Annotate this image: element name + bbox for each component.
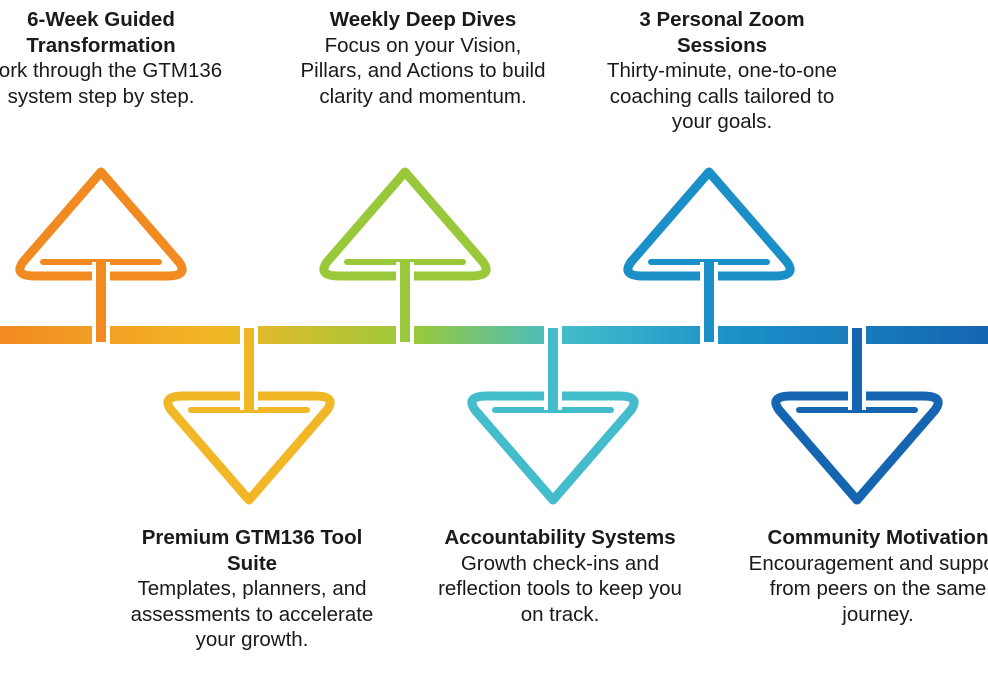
marker-stem [400,262,410,342]
step-title: Community Motivation [767,526,988,549]
marker-stem [244,328,254,410]
step-title: Accountability Systems [444,526,676,549]
step-description: Growth check-ins and reflection tools to… [438,551,682,626]
timeline-marker-1 [15,167,187,344]
marker-stem [852,328,862,410]
step-description: Templates, planners, and assessments to … [130,577,374,651]
marker-stem [548,328,558,410]
step-title: 6-Week Guided Transformation [26,8,176,57]
timeline-marker-4 [467,326,639,505]
timeline-bar [0,326,988,344]
step-title: Weekly Deep Dives [329,8,517,31]
timeline-marker-6 [771,326,943,505]
marker-stem [96,262,106,342]
marker-stem [704,262,714,342]
step-title: 3 Personal Zoom Sessions [639,8,805,57]
timeline-marker-5 [623,167,795,344]
arrow-down-triangle [771,391,943,505]
timeline-marker-2 [163,326,335,505]
arrow-down-triangle [163,391,335,505]
step-description: Encouragement and support from peers on … [748,551,988,626]
arrow-down-triangle [467,391,639,505]
step-description: Focus on your Vision, Pillars, and Actio… [300,33,546,108]
step-title: Premium GTM136 Tool Suite [141,526,363,575]
timeline-marker-3 [319,167,491,344]
step-description: Work through the GTM136 system step by s… [0,59,223,108]
step-description: Thirty-minute, one-to-one coaching calls… [606,59,838,133]
